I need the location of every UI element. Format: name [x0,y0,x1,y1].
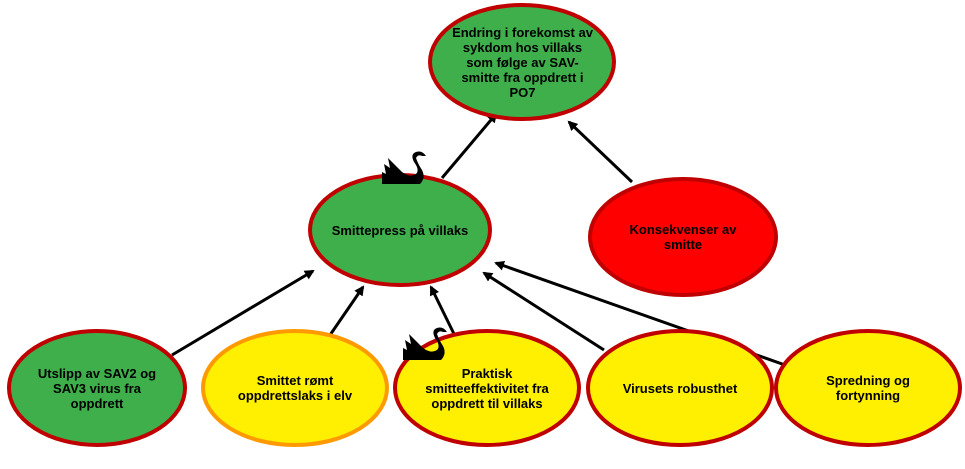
edge-pressure-outcome [440,112,498,179]
node-escaped [201,329,389,447]
edge-escaped-pressure [326,285,365,339]
node-consequences [588,177,778,297]
node-escaped-label: Smittet rømt oppdrettslaks i elv [237,373,353,403]
node-outcome-label: Endring i forekomst av sykdom hos villak… [452,24,593,100]
black-swan-icon [382,151,426,184]
node-robustness [586,329,774,447]
node-emission-label: Utslipp av SAV2 og SAV3 virus fra oppdre… [37,365,157,411]
edge-emission-pressure [171,269,315,357]
node-efficiency-label: Praktisk smitteeffektivitet fra oppdrett… [425,365,549,411]
edge-consequences-outcome [567,120,634,184]
node-pressure-label: Smittepress på villaks [331,222,469,238]
node-emission [7,329,187,447]
node-consequences-label: Konsekvenser av smitte [629,222,737,252]
node-spread-label: Spredning og fortynning [826,373,910,403]
node-robustness-label: Virusets robusthet [622,380,738,396]
node-spread [774,329,962,447]
node-outcome [428,3,616,121]
edge-robustness-pressure [482,271,605,352]
edge-efficiency-pressure [429,285,458,339]
